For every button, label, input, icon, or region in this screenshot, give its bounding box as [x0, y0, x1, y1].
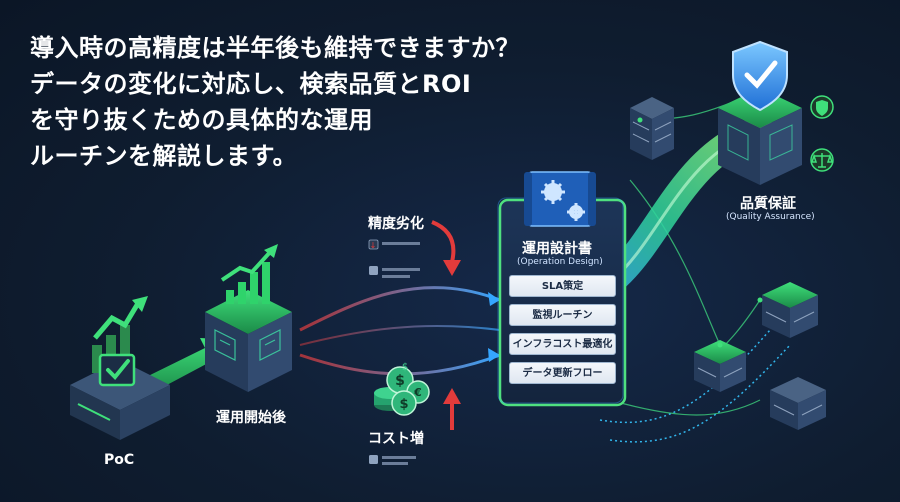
- doc-item-monitoring: 監視ルーチン: [509, 304, 616, 326]
- flow-arrowhead-bottom: [488, 348, 500, 362]
- svg-text:$: $: [402, 362, 408, 373]
- cyan-dotted-lines: [599, 329, 791, 443]
- doc-item-sla: SLA策定: [509, 275, 616, 297]
- doc-item-infra-cost: インフラコスト最適化: [509, 333, 616, 355]
- cost-indicator-icon: [369, 455, 378, 464]
- headline-line-1: 導入時の高精度は半年後も維持できますか？: [30, 34, 520, 62]
- connection-dots: [637, 117, 763, 348]
- start-cube: [205, 244, 292, 392]
- headline-line-2: データの変化に対応し、検索品質とROI: [30, 70, 472, 98]
- cost-increase-arrow: [443, 388, 461, 430]
- design-doc-title: 運用設計書: [522, 241, 592, 257]
- coin-stack-icon: $ € $ $: [374, 362, 430, 416]
- accuracy-drop-label: 精度劣化: [368, 216, 424, 232]
- svg-text:↓: ↓: [370, 241, 377, 250]
- doc-item-data-update: データ更新フロー: [509, 362, 616, 384]
- svg-text:$: $: [399, 397, 408, 412]
- start-label: 運用開始後: [216, 410, 286, 426]
- accuracy-drop-arrow: [431, 220, 461, 276]
- design-doc-subtitle: (Operation Design): [517, 257, 603, 267]
- cost-increase-label: コスト増: [368, 431, 424, 447]
- growth-chart-icon: [220, 244, 278, 304]
- accuracy-indicator-icon: [368, 239, 379, 250]
- accuracy-line-2: [369, 266, 378, 275]
- svg-text:$: $: [395, 373, 405, 389]
- quality-subtitle: (Quality Assurance): [726, 212, 815, 222]
- headline-line-3: を守り抜くための具体的な運用: [30, 106, 373, 134]
- headline: 導入時の高精度は半年後も維持できますか？ データの変化に対応し、検索品質とROI…: [30, 30, 590, 174]
- flow-arrowhead-top: [488, 292, 500, 306]
- flow-line-top: [299, 286, 501, 332]
- poc-label: PoC: [104, 452, 135, 468]
- accuracy-line-1: [382, 242, 420, 245]
- headline-line-4: ルーチンを解説します。: [30, 142, 298, 170]
- poc-box: [70, 296, 170, 440]
- svg-text:€: €: [413, 386, 422, 399]
- server-icon: [630, 97, 826, 430]
- shield-check-icon: [732, 40, 788, 112]
- quality-cube: [718, 40, 834, 185]
- flow-line-mid: [299, 324, 501, 346]
- quality-title: 品質保証: [740, 196, 796, 212]
